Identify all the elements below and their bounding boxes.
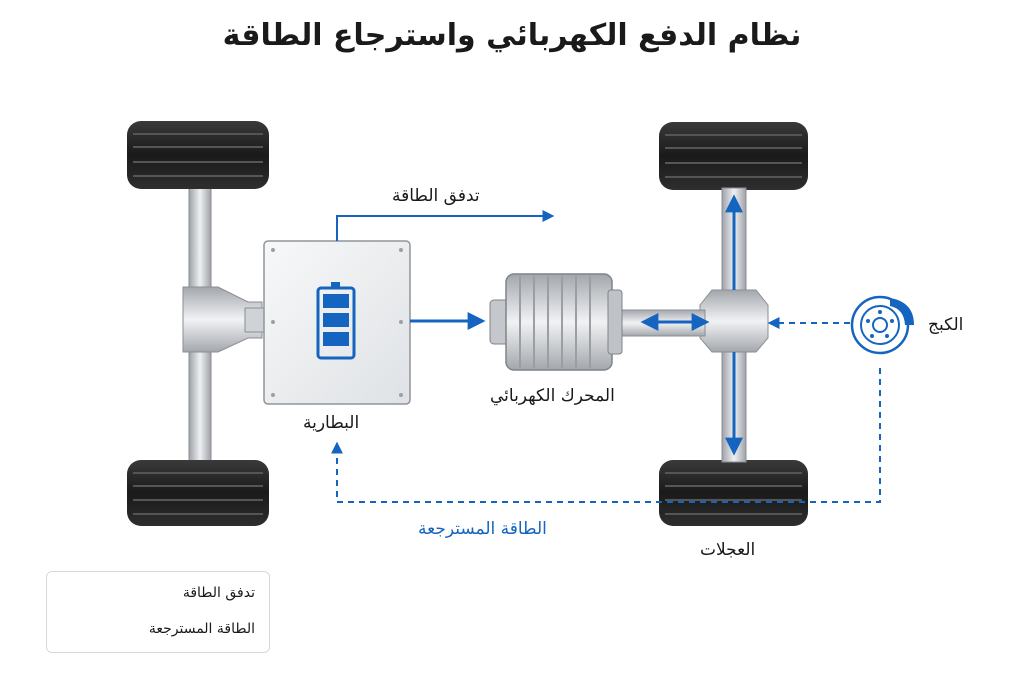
energy-flow-label: تدفق الطاقة <box>392 186 480 206</box>
energy-flow-arrows <box>336 194 743 456</box>
tire-front-right <box>659 460 808 526</box>
tire-rear-right <box>127 460 269 526</box>
legend-dashed-label: الطاقة المسترجعة <box>148 621 255 637</box>
legend: تدفق الطاقة الطاقة المسترجعة <box>46 571 270 653</box>
wheels-label: العجلات <box>700 540 756 560</box>
battery-icon <box>316 282 356 360</box>
brake-disc-icon <box>850 295 914 355</box>
legend-solid-label: تدفق الطاقة <box>182 585 255 601</box>
tire-rear-left <box>127 121 269 189</box>
motor-label: المحرك الكهربائي <box>490 386 615 406</box>
brake-label: الكبج <box>928 315 964 335</box>
page-title: نظام الدفع الكهربائي واسترجاع الطاقة <box>222 18 802 53</box>
regenerated-energy-label: الطاقة المسترجعة <box>418 519 547 539</box>
battery-label: البطارية <box>303 413 360 433</box>
rear-axle <box>182 187 266 465</box>
electric-motor <box>489 273 623 371</box>
regen-flow-arrows <box>331 317 881 503</box>
tire-front-left <box>659 122 808 190</box>
